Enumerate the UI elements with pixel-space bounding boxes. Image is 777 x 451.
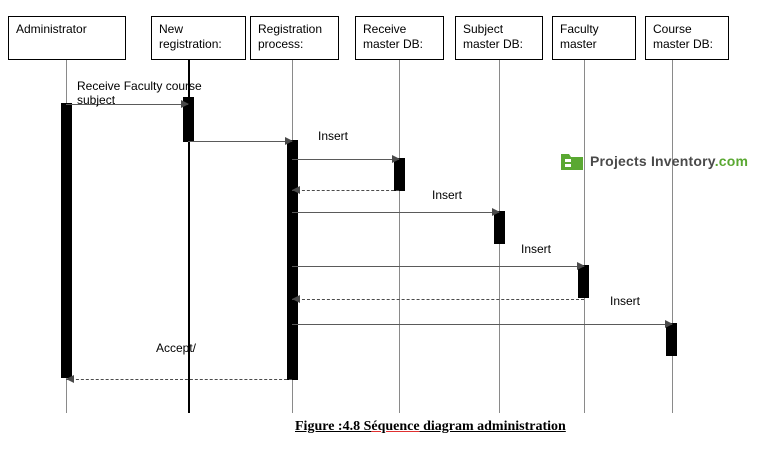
participant-label: New registration: — [159, 22, 222, 51]
activation-administrator — [61, 103, 72, 378]
lifeline-receive-master-db — [399, 60, 400, 413]
caption-highlight: équence — [371, 419, 420, 434]
watermark-domain: .com — [714, 153, 749, 169]
lifeline-faculty-master — [584, 60, 585, 413]
arrowhead-insert-faculty — [577, 262, 585, 270]
activation-faculty-master — [578, 265, 589, 298]
message-line-return-receive — [292, 190, 399, 191]
caption-suffix: diagram administration — [419, 419, 566, 434]
participant-course-master-db: Course master DB: — [645, 16, 729, 60]
message-line-insert-subject — [292, 212, 499, 213]
arrowhead-return-receive — [292, 186, 300, 194]
participant-new-registration: New registration: — [151, 16, 246, 60]
participant-registration-process: Registration process: — [250, 16, 339, 60]
activation-subject-master-db — [494, 211, 505, 244]
watermark-brand: Projects Inventory — [590, 153, 715, 169]
arrowhead-receive-faculty-course-subject — [181, 100, 189, 108]
figure-caption: Figure :4.8 Séquence diagram administrat… — [295, 419, 566, 435]
watermark: Projects Inventory.com — [560, 150, 748, 172]
activation-course-master-db — [666, 323, 677, 356]
message-label-insert-faculty: Insert — [521, 242, 552, 256]
participant-label: Registration process: — [258, 22, 323, 51]
arrowhead-return-faculty — [292, 295, 300, 303]
activation-new-registration — [183, 97, 194, 142]
lifeline-new-registration — [188, 60, 190, 413]
lifeline-course-master-db — [672, 60, 673, 413]
arrowhead-insert-subject — [492, 208, 500, 216]
message-line-insert-receive — [292, 159, 399, 160]
activation-registration-process — [287, 140, 298, 380]
watermark-text: Projects Inventory.com — [590, 153, 748, 169]
message-line-return-faculty — [292, 299, 584, 300]
participant-label: Course master DB: — [653, 22, 714, 51]
message-line-accept — [66, 379, 292, 380]
participant-label: Faculty master — [560, 22, 599, 51]
message-label-accept: Accept/ — [156, 341, 197, 355]
participant-administrator: Administrator — [8, 16, 126, 60]
participant-label: Subject master DB: — [463, 22, 524, 51]
message-line-insert-faculty — [292, 266, 584, 267]
message-label-receive-faculty-course-subject: Receive Faculty course subject — [77, 79, 202, 107]
message-label-insert-course: Insert — [610, 294, 641, 308]
message-label-insert-subject: Insert — [432, 188, 463, 202]
arrowhead-new-registration-to-process — [285, 137, 293, 145]
arrowhead-insert-receive — [392, 155, 400, 163]
activation-receive-master-db — [394, 158, 405, 191]
message-line-insert-course — [292, 324, 672, 325]
participant-subject-master-db: Subject master DB: — [455, 16, 543, 60]
caption-prefix: Figure :4.8 S — [295, 419, 372, 434]
message-label-insert-receive: Insert — [318, 129, 349, 143]
projects-inventory-logo-icon — [560, 150, 584, 172]
message-line-new-registration-to-process — [188, 141, 292, 142]
participant-label: Administrator — [16, 22, 87, 36]
participant-label: Receive master DB: — [363, 22, 424, 51]
arrowhead-insert-course — [665, 320, 673, 328]
participant-receive-master-db: Receive master DB: — [355, 16, 444, 60]
participant-faculty-master: Faculty master — [552, 16, 636, 60]
arrowhead-accept — [66, 375, 74, 383]
message-line-receive-faculty-course-subject — [66, 104, 188, 105]
